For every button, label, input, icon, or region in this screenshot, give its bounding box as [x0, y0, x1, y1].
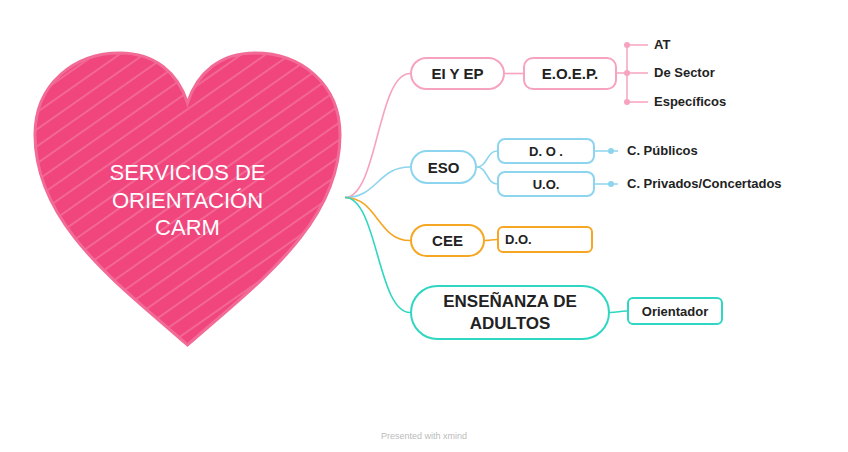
branch-box: U.O.: [497, 171, 595, 197]
branch-connector: [477, 151, 497, 167]
leaf-label: De Sector: [654, 65, 715, 80]
branch-box: CEE: [410, 224, 485, 257]
branch-connector: [485, 240, 497, 241]
branch-connector: [345, 167, 410, 198]
box-label: U.O.: [533, 177, 560, 192]
branch-connector: [477, 167, 497, 184]
watermark: Presented with xmind: [381, 431, 467, 441]
box-label: E.O.E.P.: [542, 65, 598, 82]
box-label: D. O .: [529, 144, 563, 159]
leaf-label: C. Privados/Concertados: [627, 176, 782, 191]
box-label: Orientador: [642, 304, 708, 319]
leaf-label: C. Públicos: [627, 143, 698, 158]
leaf-label: Específicos: [654, 94, 726, 109]
branch-connector: [610, 311, 627, 313]
box-label: CEE: [432, 232, 463, 249]
box-label: EI Y EP: [432, 65, 484, 82]
box-label: ENSEÑANZA DE ADULTOS: [430, 291, 590, 334]
branch-box: ENSEÑANZA DE ADULTOS: [410, 285, 610, 340]
branch-connector: [345, 74, 410, 198]
title-text: SERVICIOS DE ORIENTACIÓN CARM: [100, 159, 275, 242]
leaf-label: AT: [654, 37, 670, 52]
branch-connector: [505, 73, 523, 75]
heart-node: SERVICIOS DE ORIENTACIÓN CARM: [30, 45, 345, 350]
branch-connector: [345, 198, 410, 241]
branch-box: ESO: [410, 150, 477, 184]
branch-connector: [345, 198, 410, 313]
branch-box: D.O.: [497, 226, 593, 253]
branch-box: EI Y EP: [410, 57, 505, 90]
branch-box: D. O .: [497, 138, 595, 164]
branch-box: E.O.E.P.: [523, 57, 617, 90]
box-label: ESO: [428, 159, 460, 176]
branch-box: Orientador: [627, 297, 723, 325]
box-label: D.O.: [505, 232, 532, 247]
